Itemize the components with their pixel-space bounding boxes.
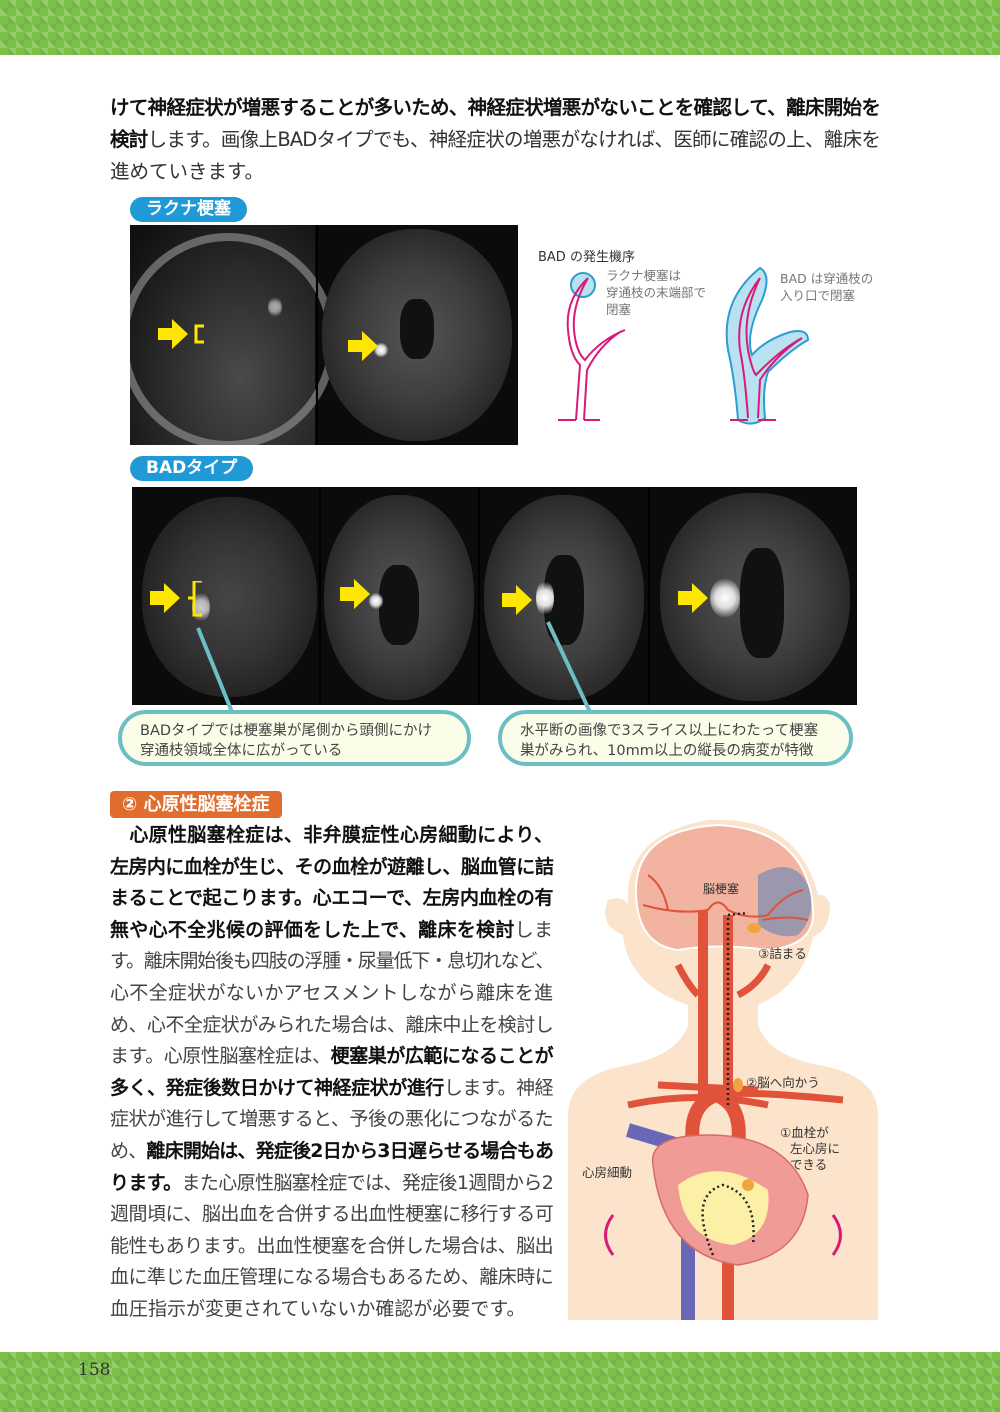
text-segment: しま: [514, 918, 553, 941]
lacunar-label: ラクナ梗塞: [130, 197, 247, 222]
arrow-icon: [158, 319, 204, 349]
text-line: 血圧指示が変更されていないか確認が必要です。: [110, 1294, 553, 1326]
text-segment: 心不全症状がないかアセスメントしながら離床を進: [110, 982, 553, 1004]
bad-mechanism-note: BAD は穿通枝の 入り口で閉塞: [780, 271, 874, 303]
bold-text: 梗塞巣が広範になることが: [330, 1045, 554, 1068]
bold-text: 離床開始は、発症後2日から3日遅らせる場合もあ: [146, 1140, 554, 1162]
text-line: 進めていきます。: [110, 156, 880, 188]
text-segment: 症状が進行して増悪すると、予後の悪化につながるた: [110, 1108, 554, 1131]
bold-text: まることで起こります。心エコーで、左房内血栓の有: [110, 887, 554, 910]
text-line: ます。心原性脳塞栓症は、梗塞巣が広範になることが: [110, 1041, 554, 1073]
bold-text: 多く、発症後数日かけて神経症状が進行: [110, 1076, 444, 1099]
arrow-icon: [502, 585, 532, 615]
bad-diagram-title: BAD の発生機序: [538, 250, 635, 265]
arrow-icon: [340, 579, 370, 609]
text-line: め、心不全症状がみられた場合は、離床中止を検討し: [110, 1010, 554, 1042]
callout-bad-extent: BADタイプでは梗塞巣が尾側から頭側にかけ 穿通枝領域全体に広がっている: [118, 710, 471, 766]
label-step2: ②脳へ向かう: [746, 1075, 820, 1090]
bold-text: 心原性脳塞栓症は、非弁膜症性心房細動により、: [110, 824, 553, 846]
header-band: [0, 0, 1000, 55]
bold-text: ります。: [110, 1171, 182, 1194]
text-segment: します。画像上BADタイプでも、神経症状の増悪がなければ、医師に確認の上、離床を: [147, 128, 881, 151]
bad-mechanism-diagram: [558, 266, 810, 425]
text-segment: 血圧指示が変更されていないか確認が必要です。: [110, 1298, 526, 1320]
text-line: けて神経症状が増悪することが多いため、神経症状増悪がないことを確認して、離床開始…: [110, 92, 881, 124]
text-line: 週間頃に、脳出血を合併する出血性梗塞に移行する可: [110, 1199, 554, 1231]
bold-text: けて神経症状が増悪することが多いため、神経症状増悪がないことを確認して、離床開始…: [110, 96, 881, 119]
text-line: す。離床開始後も四肢の浮腫・尿量低下・息切れなど、: [110, 946, 554, 978]
lacunar-mri-images: [130, 225, 518, 445]
axial-mri: [322, 229, 512, 441]
text-segment: 血に準じた血圧管理になる場合もあるため、離床時に: [110, 1266, 554, 1289]
text-line: ります。また心原性脳塞栓症では、発症後1週間から2: [110, 1168, 554, 1200]
text-segment: また心原性脳塞栓症では、発症後1週間から2: [181, 1171, 554, 1194]
text-line: 症状が進行して増悪すると、予後の悪化につながるた: [110, 1104, 554, 1136]
label-step3: ③詰まる: [758, 946, 807, 961]
text-segment: 週間頃に、脳出血を合併する出血性梗塞に移行する可: [110, 1203, 554, 1226]
bad-mri-series: [132, 487, 857, 705]
text-line: 血に準じた血圧管理になる場合もあるため、離床時に: [110, 1262, 554, 1294]
text-segment: ます。心原性脳塞栓症は、: [110, 1045, 331, 1068]
bad-type-label: BADタイプ: [130, 456, 254, 481]
cardioembolic-illustration: 脳梗塞 ③詰まる ②脳へ向かう 心房細動 ①血栓が左心房にできる: [568, 815, 878, 1320]
text-segment: め、: [110, 1140, 147, 1162]
text-segment: め、心不全症状がみられた場合は、離床中止を検討し: [110, 1013, 554, 1036]
section-heading: ② 心原性脳塞栓症: [110, 791, 282, 818]
text-line: 検討します。画像上BADタイプでも、神経症状の増悪がなければ、医師に確認の上、離…: [110, 124, 881, 156]
text-line: 心原性脳塞栓症は、非弁膜症性心房細動により、: [110, 820, 553, 852]
label-step1: ①血栓が左心房にできる: [780, 1125, 840, 1172]
bold-text: 検討: [110, 128, 149, 151]
text-line: 心不全症状がないかアセスメントしながら離床を進: [110, 978, 553, 1010]
label-af: 心房細動: [582, 1165, 632, 1180]
text-segment: 能性もあります。出血性梗塞を合併した場合は、脳出: [110, 1234, 554, 1257]
text-segment: します。神経: [443, 1076, 554, 1099]
callout-bad-feature: 水平断の画像で3スライス以上にわたって梗塞 巣がみられ、10mm以上の縦長の病変…: [498, 710, 853, 766]
text-line: 能性もあります。出血性梗塞を合併した場合は、脳出: [110, 1231, 554, 1263]
arrow-icon: [348, 331, 378, 361]
bold-text: 無や心不全兆候の評価をした上で、離床を検討: [110, 918, 515, 941]
text-line: め、離床開始は、発症後2日から3日遅らせる場合もあ: [110, 1136, 554, 1168]
bold-text: 左房内に血栓が生じ、その血栓が遊離し、脳血管に詰: [110, 855, 554, 878]
label-infarct: 脳梗塞: [703, 881, 739, 896]
page-number: 158: [78, 1360, 111, 1380]
lacunar-mechanism-note: ラクナ梗塞は 穿通枝の末端部で 閉塞: [606, 268, 707, 317]
arrow-icon: [678, 583, 708, 613]
footer-band: [0, 1352, 1000, 1412]
arrow-icon: [150, 581, 202, 617]
text-line: 無や心不全兆候の評価をした上で、離床を検討しま: [110, 915, 553, 947]
text-line: 多く、発症後数日かけて神経症状が進行します。神経: [110, 1073, 554, 1105]
text-line: 左房内に血栓が生じ、その血栓が遊離し、脳血管に詰: [110, 852, 554, 884]
text-line: まることで起こります。心エコーで、左房内血栓の有: [110, 883, 554, 915]
text-segment: 進めていきます。: [110, 160, 265, 183]
text-segment: す。離床開始後も四肢の浮腫・尿量低下・息切れなど、: [110, 950, 554, 973]
